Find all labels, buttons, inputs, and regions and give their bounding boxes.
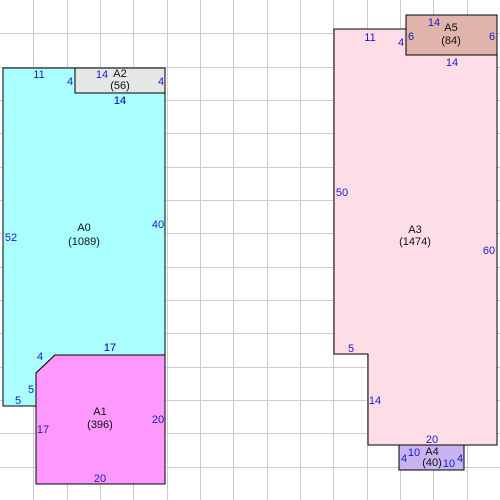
room-A3-dim-notch-bottom: 14: [446, 57, 458, 69]
room-A0-dim-right: 40: [152, 219, 164, 231]
room-A3-label: A3: [408, 224, 421, 236]
room-A4[interactable]: A4 (40) 4 10 10 4: [398, 444, 465, 471]
room-A1-dim-left: 17: [37, 424, 49, 436]
room-A3-dim-step-side: 14: [369, 395, 381, 407]
room-A4-label: A4: [425, 446, 438, 458]
room-A3[interactable]: A3 (1474) 11 4 14 60 20 14 5 50: [333, 28, 498, 446]
room-A3-dim-notch-side: 4: [398, 37, 404, 49]
room-A3-dim-top: 11: [364, 32, 375, 44]
room-A3-dim-bottom: 20: [426, 434, 438, 446]
room-A3-dim-left: 50: [336, 187, 348, 199]
room-A2-area: (56): [110, 80, 130, 92]
room-A5-area: (84): [441, 35, 461, 47]
room-A0-dim-notch-bottom: 14: [114, 95, 126, 107]
room-A1-shape: [35, 354, 166, 485]
room-A1-area: (396): [87, 419, 113, 431]
room-A2-dim-right: 4: [158, 76, 164, 88]
room-A2-label: A2: [113, 68, 126, 80]
room-A4-dim-top: 10: [408, 447, 420, 459]
room-A4-shape: [398, 444, 465, 471]
room-A0-dim-top: 11: [33, 69, 44, 81]
room-A1-dim-bottom: 20: [94, 473, 106, 485]
room-A1-label: A1: [93, 406, 106, 418]
room-A0-area: (1089): [68, 236, 100, 248]
room-A4-dim-bottom: 10: [443, 458, 455, 470]
room-A4-dim-right: 4: [457, 453, 463, 465]
room-A0-dim-lower-edge: 17: [104, 342, 116, 354]
room-A0-dim-chamfer: 4: [37, 351, 43, 363]
room-A2-dim-top: 14: [96, 69, 108, 81]
room-A2-shape: [74, 67, 166, 94]
room-A1-dim-top: 17: [104, 342, 116, 354]
room-A0-dim-step-side: 5: [28, 384, 34, 396]
room-A5-shape: [405, 14, 498, 56]
room-A1[interactable]: A1 (396) 17 20 20 17: [35, 342, 166, 485]
room-A5-dim-right: 6: [489, 31, 495, 43]
room-A4-dim-left: 4: [401, 453, 407, 465]
room-A3-area: (1474): [399, 236, 431, 248]
room-A0-label: A0: [77, 222, 90, 234]
room-A3-dim-step-top: 5: [348, 343, 354, 355]
room-A4-area: (40): [422, 457, 442, 469]
room-A5[interactable]: A5 (84) 14 6 6: [405, 14, 498, 56]
room-A0-dim-bottom: 5: [15, 395, 21, 407]
room-A5-label: A5: [444, 22, 457, 34]
room-A5-dim-top: 14: [428, 17, 440, 29]
room-A5-dim-left: 6: [408, 31, 414, 43]
room-A2[interactable]: A2 (56) 14 4 14: [74, 67, 166, 107]
room-A0-dim-notch-side: 4: [67, 76, 73, 88]
room-A0-dim-left: 52: [5, 232, 17, 244]
room-A1-dim-right: 20: [152, 414, 164, 426]
room-A2-dim-bottom: 14: [114, 95, 126, 107]
room-A3-dim-right: 60: [483, 245, 495, 257]
